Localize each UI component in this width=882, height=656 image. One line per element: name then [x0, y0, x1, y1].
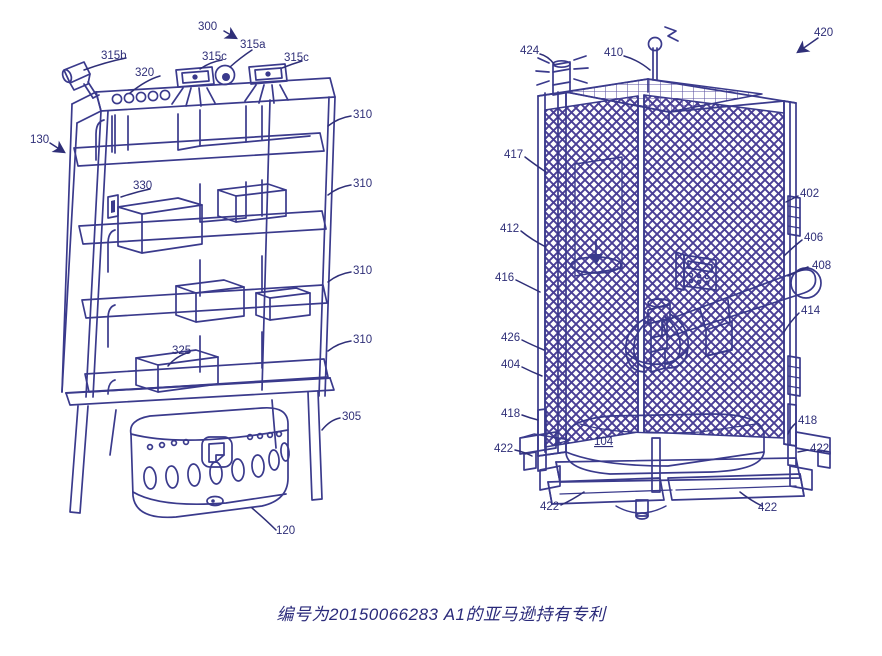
- numeral-424: 424: [520, 45, 540, 57]
- numeral-310-d: 310: [353, 334, 372, 346]
- drive-unit-vent-slots: [143, 442, 290, 490]
- gripper-end-effector-426: [625, 298, 690, 373]
- top-sensor-deck: [61, 61, 336, 112]
- figure-caption: 编号为20150066283 A1的亚马逊持有专利: [276, 605, 606, 624]
- left-figure-group: [61, 61, 336, 519]
- numeral-426: 426: [501, 332, 520, 344]
- holder-frame-uprights: [61, 91, 336, 398]
- right-figure-group: [519, 26, 831, 520]
- wireless-antenna-410: [647, 26, 679, 81]
- reference-numerals: 300 315b 320 315c 315a 315c 130 310 310 …: [30, 21, 833, 537]
- emitter-315c-left: [171, 66, 216, 107]
- numeral-130: 130: [30, 134, 49, 146]
- numeral-310-a: 310: [353, 109, 372, 121]
- numeral-104: 104: [594, 436, 614, 448]
- camera-lens-315a: [214, 64, 236, 86]
- numeral-315b: 315b: [101, 50, 127, 62]
- numeral-422-left: 422: [494, 443, 513, 455]
- numeral-315c-left: 315c: [202, 51, 227, 63]
- numeral-412: 412: [500, 223, 519, 235]
- warning-beacon-424: [535, 55, 589, 96]
- turntable-platform-104: [565, 413, 765, 475]
- numeral-325: 325: [172, 345, 191, 357]
- numeral-320: 320: [135, 67, 154, 79]
- shelf-beams-310: [64, 132, 335, 406]
- numeral-120: 120: [276, 525, 295, 537]
- numeral-408: 408: [812, 260, 831, 272]
- numeral-402: 402: [800, 188, 819, 200]
- shelf-interiors: [95, 105, 311, 395]
- drive-unit-logo-icon: [201, 436, 233, 468]
- mesh-aperture-412: [570, 239, 622, 274]
- numeral-315a: 315a: [240, 39, 266, 51]
- numeral-422-rear: 422: [758, 502, 777, 514]
- inventory-boxes: [117, 183, 311, 393]
- numeral-416: 416: [495, 272, 514, 284]
- numeral-404: 404: [501, 359, 521, 371]
- numeral-418-right: 418: [798, 415, 817, 427]
- numeral-420: 420: [814, 27, 833, 39]
- numeral-414: 414: [801, 305, 821, 317]
- numeral-406: 406: [804, 232, 823, 244]
- base-rails-422: [519, 431, 831, 520]
- numeral-417: 417: [504, 149, 523, 161]
- sensor-array-320: [111, 89, 171, 105]
- numeral-410: 410: [604, 47, 623, 59]
- numeral-310-b: 310: [353, 178, 372, 190]
- leader-lines: [49, 26, 819, 531]
- mobile-drive-unit-120: [129, 406, 290, 519]
- numeral-422-right: 422: [810, 443, 829, 455]
- numeral-305: 305: [342, 411, 361, 423]
- access-panel-417: [574, 156, 623, 277]
- drive-unit-indicator-dots: [146, 430, 283, 451]
- numeral-330: 330: [133, 180, 152, 192]
- cage-mesh-panels: [544, 78, 785, 448]
- emitter-315c-right: [244, 63, 289, 104]
- numeral-422-front: 422: [540, 501, 559, 513]
- control-keypad-406: [675, 251, 717, 291]
- shelf-latch-330: [107, 194, 119, 219]
- numeral-418-left: 418: [501, 408, 520, 420]
- camera-315b-icon: [61, 61, 100, 99]
- numeral-300: 300: [198, 21, 217, 33]
- numeral-315c-right: 315c: [284, 52, 309, 64]
- numeral-310-c: 310: [353, 265, 372, 277]
- signal-bolt-icon: [664, 26, 679, 42]
- drive-unit-port: [206, 495, 224, 507]
